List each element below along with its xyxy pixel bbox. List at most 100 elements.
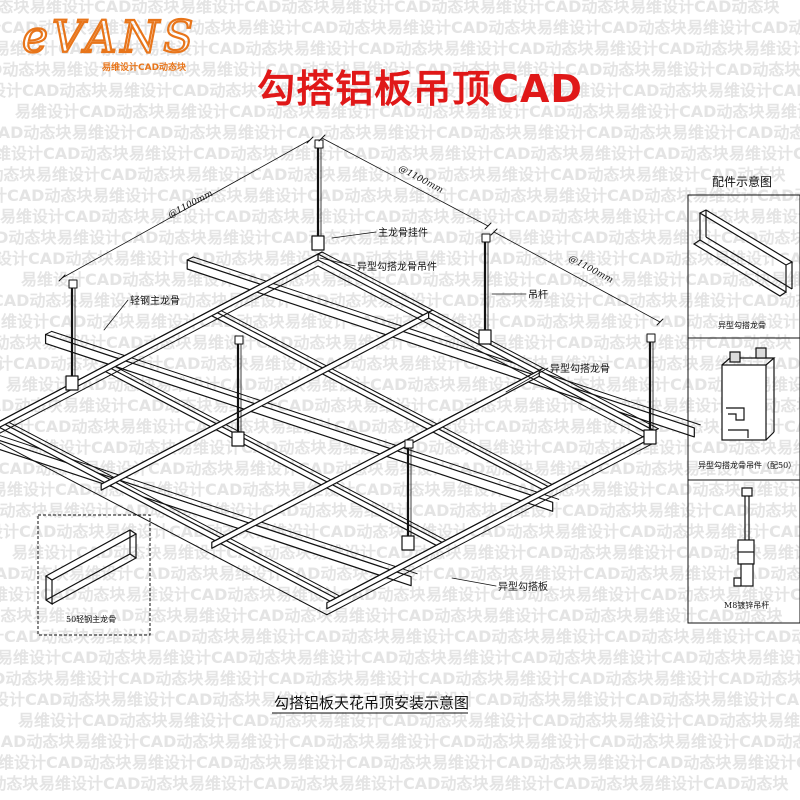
hook-runner-b-3 [211, 367, 544, 549]
dimension-line-right [490, 228, 664, 326]
watermark-text: 易维设计CAD动态块 [540, 627, 690, 646]
hook-runner-b-3-top [215, 367, 544, 541]
watermark-text: 易维设计CAD动态块 [336, 165, 486, 184]
watermark-text: 易维设计CAD动态块 [762, 543, 800, 562]
page-title: 勾搭铝板吊顶CAD [257, 67, 583, 111]
watermark-text: 易维设计CAD动态块 [393, 186, 543, 205]
special-hook-runner-icon [692, 209, 794, 297]
watermark-text: 易维设计CAD动态块 [582, 753, 732, 772]
watermark-text: 易维设计CAD动态块 [0, 585, 126, 604]
watermark-text: 易维设计CAD动态块 [0, 753, 132, 772]
watermark-text: 易维设计CAD动态块 [744, 39, 800, 58]
m8-hanger-rod-icon [733, 487, 755, 587]
leader-line-6 [451, 577, 497, 587]
dimension-line-top-tick-b [484, 222, 492, 230]
watermark-text: 易维设计CAD动态块 [639, 774, 789, 793]
watermark-text: 易维设计CAD动态块 [576, 585, 726, 604]
watermark-text: 易维设计CAD动态块 [0, 144, 129, 163]
main-runner-3-top [0, 435, 418, 575]
watermark-text: 易维设计CAD动态块 [597, 648, 747, 667]
rod-clip [231, 431, 245, 447]
watermark-text: 易维设计CAD动态块 [444, 39, 594, 58]
watermark-text: 易维设计CAD动态块 [726, 585, 800, 604]
watermark-text: 易维设计CAD动态块 [0, 690, 111, 709]
watermark-text: 易维设计CAD动态块 [678, 291, 800, 310]
watermark-text: 易维设计CAD动态块 [78, 291, 228, 310]
watermark-text: 易维设计CAD动态块 [528, 291, 678, 310]
dimension-line-right-tick-a [490, 228, 498, 236]
main-runner-2 [44, 330, 560, 512]
watermark-text: 易维设计CAD动态块 [450, 207, 600, 226]
watermark-text: 易维设计CAD动态块 [186, 165, 336, 184]
watermark-text: 易维设计CAD动态块 [375, 732, 525, 751]
watermark-text: 易维设计CAD动态块 [447, 648, 597, 667]
watermark-text: 易维设计CAD动态块 [27, 438, 177, 457]
main-runner-1-end [186, 256, 194, 261]
watermark-text: 易维设计CAD动态块 [0, 228, 57, 247]
watermark-text: 易维设计CAD动态块 [0, 312, 135, 331]
ceiling-assembly-drawing [0, 134, 701, 616]
leader-line-3 [103, 299, 129, 331]
watermark-text: 易维设计CAD动态块 [405, 522, 555, 541]
panel-outline [0, 265, 655, 616]
main-runner-2-end [45, 330, 53, 335]
watermark-text: 易维设计CAD动态块 [561, 690, 711, 709]
watermark-text: 易维设计CAD动态块 [75, 732, 225, 751]
accessory-caption-2: 异型勾搭龙骨吊件（配50） [698, 460, 796, 470]
left-detail-box [37, 514, 151, 636]
watermark-text: 易维设计CAD动态块 [543, 186, 693, 205]
watermark-text: 易维设计CAD动态块 [15, 102, 165, 121]
rod-clip [643, 429, 657, 445]
watermark-text: 易维设计CAD动态块 [315, 102, 465, 121]
watermark-text: 易维设计CAD动态块 [0, 39, 144, 58]
hook-runner-a-2-top [215, 307, 553, 485]
watermark-text: 易维设计CAD动态块 [120, 417, 270, 436]
leader-line-2 [319, 257, 356, 267]
hook-runner-b-2-top [104, 309, 434, 483]
watermark-text: 易维设计CAD动态块 [522, 123, 672, 142]
hook-runner-b-1-top [0, 251, 323, 422]
watermark-text: 易维设计CAD动态块 [534, 459, 684, 478]
left-detail-caption: 50轻钢主龙骨 [66, 614, 116, 624]
watermark-text: 易维设计CAD动态块 [420, 417, 570, 436]
watermark-text: 易维设计CAD动态块 [255, 522, 405, 541]
watermark-text: 易维设计CAD动态块 [591, 480, 741, 499]
watermark-text: 易维设计CAD动态块 [63, 396, 213, 415]
watermark-text: 易维设计CAD动态块 [126, 585, 276, 604]
main-runner-1 [186, 256, 701, 438]
watermark-text: 易维设计CAD动态块 [489, 774, 639, 793]
brand-logo-text: eVANS [22, 12, 197, 63]
watermark-text: 易维设计CAD动态块 [0, 669, 54, 688]
watermark-text: 易维设计CAD动态块 [261, 690, 411, 709]
watermark-text: 易维设计CAD动态块 [57, 228, 207, 247]
rod-nut [314, 139, 324, 149]
watermark-text: 易维设计CAD动态块 [51, 60, 201, 79]
watermark-text: 易维设计CAD动态块 [333, 606, 483, 625]
watermark-text: 易维设计CAD动态块 [279, 144, 429, 163]
watermark-text: 易维设计CAD动态块 [111, 690, 261, 709]
watermark-text: 易维设计CAD动态块 [435, 312, 585, 331]
watermark-text: 易维设计CAD动态块 [555, 522, 705, 541]
watermark-text: 易维设计CAD动态块 [606, 375, 756, 394]
rod-nut [234, 335, 244, 345]
watermark-text: 易维设计CAD动态块 [222, 123, 372, 142]
watermark-text: 易维设计CAD动态块 [468, 711, 618, 730]
watermark-text: 易维设计CAD动态块 [501, 60, 651, 79]
hanger-rod-1 [311, 139, 325, 251]
watermark-text: 易维设计CAD动态块 [0, 165, 36, 184]
brand-tagline: 易维设计CAD动态块 [102, 61, 187, 73]
watermark-text: 易维设计CAD动态块 [429, 144, 579, 163]
watermark-text: 易维设计CAD动态块 [675, 732, 800, 751]
watermark-text: 易维设计CAD动态块 [537, 18, 687, 37]
watermark-text: 易维设计CAD动态块 [165, 102, 315, 121]
hook-runner-a-4-top [2, 418, 341, 597]
watermark-text: 易维设计CAD动态块 [84, 459, 234, 478]
watermark-text: 易维设计CAD动态块 [579, 144, 729, 163]
watermark-text: 易维设计CAD动态块 [0, 81, 108, 100]
watermark-text: 易维设计CAD动态块 [480, 0, 630, 16]
watermark-text: 易维设计CAD动态块 [183, 606, 333, 625]
accessory-caption-1: 异型勾搭龙骨 [718, 320, 766, 330]
watermark-text: 易维设计CAD动态块 [204, 669, 354, 688]
hanger-rod-6 [643, 333, 657, 445]
